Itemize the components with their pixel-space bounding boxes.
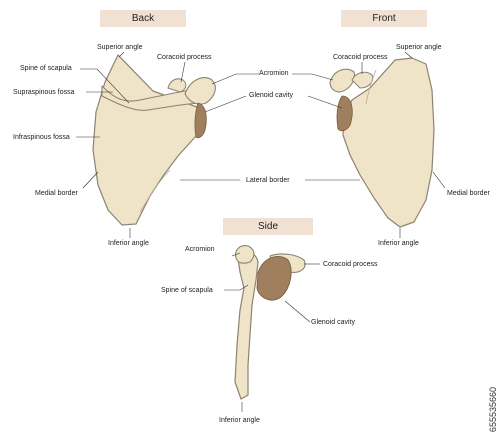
infraspinous-fossa-label: Infraspinous fossa [13, 134, 70, 141]
leader-acromion-front [292, 73, 334, 81]
back-scapula-body [92, 54, 206, 226]
leader-side-acromion [231, 252, 241, 257]
back-coracoid-process-label: Coracoid process [157, 54, 212, 61]
side-inferior-angle-label: Inferior angle [219, 417, 260, 424]
lateral-border-label: Lateral border [246, 177, 290, 184]
front-glenoid-cavity [336, 95, 353, 132]
side-scapula-body [234, 252, 259, 400]
side-glenoid-cavity [256, 256, 292, 301]
leader-side-spine [224, 284, 249, 291]
spine-of-scapula-label: Spine of scapula [20, 65, 72, 72]
back-inferior-angle-label: Inferior angle [108, 240, 149, 247]
leader-front-superior-angle [404, 51, 413, 59]
leader-glenoid-front [307, 95, 343, 109]
scapula-front-view [329, 57, 435, 228]
leader-lines [76, 51, 446, 412]
back-superior-angle-label: Superior angle [97, 44, 143, 51]
glenoid-cavity-label: Glenoid cavity [249, 92, 293, 99]
front-medial-border-label: Medial border [447, 190, 490, 197]
leader-front-medial-border [432, 171, 446, 189]
front-superior-angle-label: Superior angle [396, 44, 442, 51]
front-acromion [329, 68, 355, 93]
leader-spine-of-scapula [80, 68, 130, 104]
side-acromion [235, 245, 255, 264]
back-medial-border-label: Medial border [35, 190, 78, 197]
leader-side-glenoid [284, 300, 311, 323]
leader-acromion-back [211, 73, 259, 85]
leader-glenoid-back [204, 95, 247, 113]
front-scapula-body [342, 57, 435, 228]
side-spine-of-scapula-label: Spine of scapula [161, 287, 213, 294]
leader-back-medial-border [82, 171, 99, 189]
back-glenoid-cavity [194, 102, 207, 139]
front-coracoid [351, 71, 374, 89]
leader-back-coracoid [180, 61, 186, 83]
scapula-back-view [92, 54, 216, 226]
side-coracoid-process-label: Coracoid process [323, 261, 378, 268]
front-blade-contour [365, 69, 377, 105]
front-inferior-angle-label: Inferior angle [378, 240, 419, 247]
leader-back-superior-angle [118, 51, 125, 58]
back-blade-contour [139, 169, 171, 213]
supraspinous-fossa-label: Supraspinous fossa [13, 89, 75, 96]
side-view-tag: Side [223, 218, 313, 235]
side-glenoid-cavity-label: Glenoid cavity [311, 319, 355, 326]
acromion-label: Acromion [259, 70, 289, 77]
back-view-tag: Back [100, 10, 186, 27]
scapula-side-view [234, 245, 306, 400]
front-view-tag: Front [341, 10, 427, 27]
back-acromion [184, 77, 216, 105]
front-coracoid-process-label: Coracoid process [333, 54, 388, 61]
stock-id-watermark: 655535660 [488, 386, 498, 432]
back-coracoid [167, 78, 187, 93]
side-acromion-label: Acromion [185, 246, 215, 253]
